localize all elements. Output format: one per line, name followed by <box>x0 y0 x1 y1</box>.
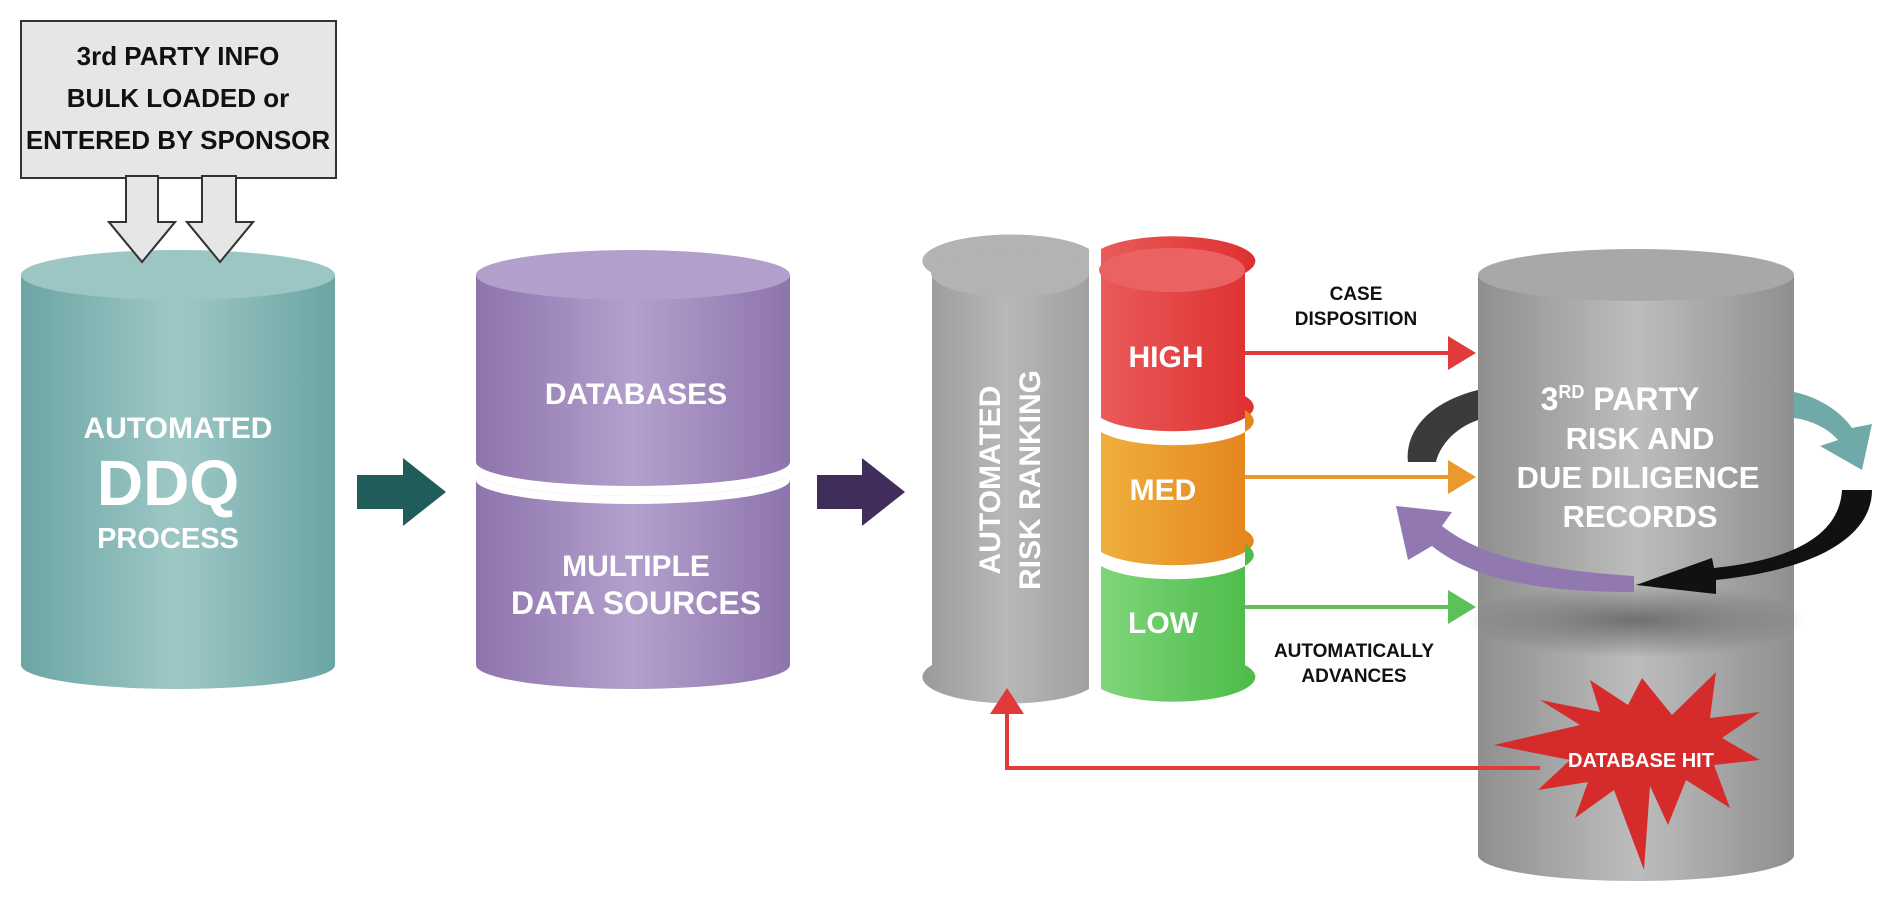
sources-bottom-line-1: MULTIPLE <box>562 550 710 583</box>
records-line-1: 3RD PARTY <box>1541 381 1700 417</box>
input-box-line-2: BULK LOADED or <box>67 83 289 113</box>
flow-arrow-teal <box>357 458 446 526</box>
records-line-1-main: 3 <box>1541 381 1559 417</box>
ranking-low: LOW <box>1128 607 1199 640</box>
input-box-line-1: 3rd PARTY INFO <box>77 41 280 71</box>
arrow-low <box>1245 590 1476 624</box>
ranking-line-1: AUTOMATED <box>974 386 1007 575</box>
records-line-3: DUE DILIGENCE <box>1517 460 1760 495</box>
flow-arrow-purple <box>817 458 905 526</box>
ddq-line-2: DDQ <box>97 447 239 519</box>
case-disposition-line-1: CASE <box>1330 284 1383 305</box>
ddq-line-1: AUTOMATED <box>84 412 273 445</box>
ranking-cylinder: AUTOMATED RISK RANKING HIGH MED LOW <box>922 234 1256 704</box>
sources-top-label: DATABASES <box>545 378 727 411</box>
feedback-arrow <box>990 688 1540 770</box>
records-line-1-sup: RD <box>1558 382 1584 402</box>
input-box-line-3: ENTERED BY SPONSOR <box>26 125 331 155</box>
sources-cylinder: DATABASES MULTIPLE DATA SOURCES <box>476 250 790 689</box>
auto-advances-line-2: ADVANCES <box>1301 666 1406 687</box>
records-line-2: RISK AND <box>1566 421 1715 456</box>
records-line-4: RECORDS <box>1562 499 1717 534</box>
records-line-1-rest: PARTY <box>1584 381 1699 417</box>
arrow-med <box>1245 460 1476 494</box>
input-box: 3rd PARTY INFO BULK LOADED or ENTERED BY… <box>20 20 337 179</box>
input-down-arrow-tips <box>106 175 256 264</box>
ranking-high: HIGH <box>1129 341 1204 374</box>
ddq-cylinder: AUTOMATED DDQ PROCESS <box>21 250 335 689</box>
cycle-arrows <box>1396 390 1872 594</box>
arrow-high <box>1245 336 1476 370</box>
ranking-line-2: RISK RANKING <box>1014 370 1047 590</box>
auto-advances-line-1: AUTOMATICALLY <box>1274 641 1434 662</box>
database-hit-label: DATABASE HIT <box>1568 750 1714 772</box>
database-hit-burst: DATABASE HIT <box>1494 672 1760 870</box>
case-disposition-line-2: DISPOSITION <box>1295 309 1417 330</box>
ranking-med: MED <box>1130 474 1197 507</box>
ddq-line-3: PROCESS <box>97 523 239 555</box>
sources-bottom-line-2: DATA SOURCES <box>511 585 761 621</box>
